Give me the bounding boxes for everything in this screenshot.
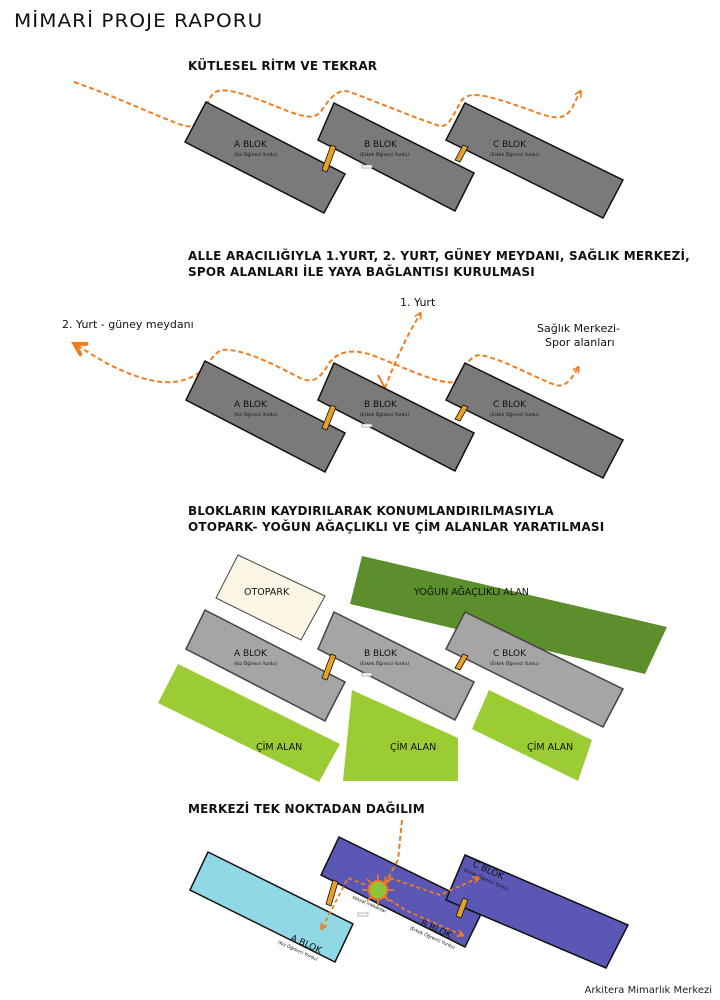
a-block-label: A BLOK [234, 400, 268, 410]
section2-heading-line2: SPOR ALANLARI İLE YAYA BAĞLANTISI KURULM… [188, 265, 535, 279]
path-yurt1 [384, 314, 420, 389]
a-block-sub: (Kız Öğrenci Yurdu) [234, 151, 277, 158]
connector-bc [454, 404, 469, 422]
c-block [445, 854, 630, 969]
distribution-center-icon [368, 880, 388, 900]
center-stub [377, 374, 386, 389]
section4-heading: MERKEZİ TEK NOKTADAN DAĞILIM [188, 802, 425, 816]
c-block [444, 102, 625, 219]
c-block [444, 362, 625, 479]
a-block-sub: (Kız Öğrenci Yurdu) [234, 660, 277, 667]
c-block [444, 611, 625, 728]
path-yurt2 [78, 346, 201, 384]
c-block-label: C BLOK [493, 140, 527, 150]
grass-label-c: ÇİM ALAN [527, 742, 573, 753]
entrance-mark [361, 164, 373, 169]
grass-area-b [343, 690, 458, 781]
connector-bc [454, 144, 469, 163]
incoming-arrow [386, 819, 403, 882]
otopark-label: OTOPARK [244, 587, 290, 598]
yurt1-label: 1. Yurt [400, 296, 436, 309]
grass-label-b: ÇİM ALAN [390, 742, 436, 753]
center-burst-icon [362, 874, 394, 906]
c-block-sub: (Erkek Öğrenci Yurdu) [490, 411, 539, 418]
c-block-label: C BLOK [493, 400, 527, 410]
a-block [185, 608, 347, 723]
a-block [189, 850, 354, 964]
b-block-sub: (Erkek Öğrenci Yurdu) [360, 411, 409, 418]
b-block-label: B BLOK [364, 140, 398, 150]
a-block [183, 100, 347, 215]
c-block-sub: (Erkek Öğrenci Yurdu) [490, 151, 539, 158]
section2-diagram: A BLOK (Kız Öğrenci Yurdu) B BLOK (Erkek… [62, 296, 625, 479]
forest-cut [350, 604, 460, 641]
section3-heading-line1: BLOKLARIN KAYDIRILARAK KONUMLANDIRILMASI… [188, 504, 554, 518]
section1-heading: KÜTLESEL RİTM VE TEKRAR [188, 59, 378, 73]
connector-ab [321, 404, 337, 431]
a-block-sub: (Kız Öğrenci Yurdu) [234, 411, 277, 418]
page-title: MİMARİ PROJE RAPORU [14, 10, 264, 32]
b-block-label: B BLOK [364, 400, 398, 410]
footer-credit: Arkitera Mimarlık Merkezi [584, 985, 712, 996]
b-block [317, 361, 476, 473]
allee-path [199, 348, 578, 387]
forest-area [350, 556, 667, 674]
a-block-label: A BLOK [234, 649, 268, 659]
spor-label: Spor alanları [545, 336, 615, 349]
yurt2-label: 2. Yurt - güney meydanı [62, 318, 194, 331]
entrance-mark [357, 912, 369, 917]
distribution-to-c [389, 878, 478, 896]
grass-area-a [158, 664, 340, 782]
connector-bc [454, 653, 469, 671]
section3-heading-line2: OTOPARK- YOĞUN AĞAÇLIKLI VE ÇİM ALANLAR … [188, 520, 605, 534]
forest-label: YOĞUN AĞAÇLIKLI ALAN [413, 586, 529, 598]
b-block [317, 610, 476, 722]
b-block-label: B BLOK [364, 649, 398, 659]
a-block-label: A BLOK [234, 140, 268, 150]
grass-area-c [472, 690, 592, 781]
c-block-sub: (Erkek Öğrenci Yurdu) [490, 660, 539, 667]
connector-bc [455, 897, 469, 919]
b-block-sub: (Erkek Öğrenci Yurdu) [360, 660, 409, 667]
entrance-mark [361, 423, 373, 428]
a-block [185, 359, 347, 474]
b-block [320, 835, 486, 949]
section3-diagram: A BLOK (Kız Öğrenci Yurdu) B BLOK (Erkek… [158, 554, 667, 782]
distribution-to-a [322, 876, 379, 928]
section2-heading-line1: ALLE ARACILIĞIYLA 1.YURT, 2. YURT, GÜNEY… [188, 249, 690, 263]
connector-ab [321, 144, 337, 173]
c-block-label: C BLOK [493, 649, 527, 659]
connector-ab [321, 653, 337, 681]
otopark-area [215, 554, 326, 641]
grass-label-a: ÇİM ALAN [256, 742, 302, 753]
saglik-label: Sağlık Merkezi- [537, 322, 620, 335]
section4-diagram: A BLOK (Kız Öğrenci Yurdu) B BLOK (Erkek… [189, 819, 630, 969]
b-block [317, 101, 476, 213]
connector-ab [325, 879, 339, 907]
entrance-mark [361, 672, 373, 677]
section1-diagram: A BLOK (Kız Öğrenci Yurdu) B BLOK (Erkek… [73, 81, 625, 219]
b-block-sub: (Erkek Öğrenci Yurdu) [360, 151, 409, 158]
